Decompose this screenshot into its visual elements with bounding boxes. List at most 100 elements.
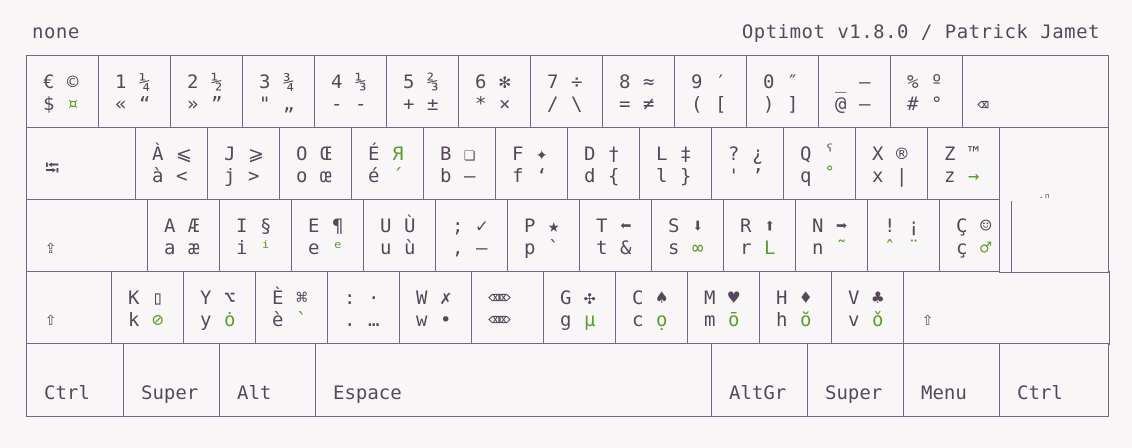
key-glyph-br: — [859, 93, 871, 115]
key-alt[interactable]: Alt [219, 343, 317, 417]
key-glyph-br: ` [296, 309, 308, 331]
key-0-11[interactable]: _–@— [818, 55, 892, 129]
key-glyph-tr: ✻ [499, 71, 511, 93]
key-glyph-tl: H [776, 287, 788, 309]
key-0-8[interactable]: 8≈=≠ [602, 55, 676, 129]
key-glyph-tr: ® [896, 143, 908, 165]
key-glyph-tr: ♠ [656, 287, 668, 309]
key-glyph-br: µ [584, 309, 596, 331]
key-3-4[interactable]: :·.… [327, 271, 401, 345]
key-2-5[interactable]: ;✓,– [435, 199, 509, 273]
key-1-5[interactable]: B❏b— [423, 127, 497, 201]
key-ctrl[interactable]: Ctrl [999, 343, 1109, 417]
key-3-1[interactable]: K▯k⊘ [111, 271, 185, 345]
key-label: AltGr [729, 381, 787, 404]
key-tab[interactable]: ⭾ [26, 127, 137, 201]
key-glyph-bl: w [416, 309, 428, 331]
key-label: Ctrl [44, 381, 90, 404]
key-glyph-tr: ❏ [464, 143, 476, 165]
key-glyph-tr: ‡ [680, 143, 692, 165]
key-label: Ctrl [1017, 381, 1063, 404]
key-1-8[interactable]: L‡l} [639, 127, 713, 201]
key-glyph-bl: i [236, 237, 248, 259]
key-glyph-tr: ♥ [728, 287, 740, 309]
key-glyph-tr: · [368, 287, 380, 309]
key-0-9[interactable]: 9′([ [674, 55, 748, 129]
key-0-7[interactable]: 7÷/\ [530, 55, 604, 129]
key-ctrl[interactable]: Ctrl [26, 343, 125, 417]
key-espace[interactable]: Espace [315, 343, 713, 417]
key-glyph-br: ´ [392, 165, 404, 187]
key-glyph-tr: ½ [211, 71, 223, 93]
key-2-10[interactable]: N➡n˜ [795, 199, 869, 273]
key-1-1[interactable]: À⩽à< [135, 127, 209, 201]
key-glyph-tr: ☺ [980, 215, 992, 237]
key-glyph-tr: ⅔ [427, 71, 439, 93]
key-1-9[interactable]: ?¿'’ [711, 127, 785, 201]
key-0-10[interactable]: 0″)] [746, 55, 820, 129]
key-3-6[interactable]: ⌫⌦⌫⌦ [471, 271, 545, 345]
key-3-5[interactable]: W✗w• [399, 271, 473, 345]
key-0-0[interactable]: €©$¤ [26, 55, 100, 129]
key-glyph-tr: ⬅ [620, 215, 632, 237]
key-glyph-tr: ✓ [476, 215, 488, 237]
key-glyph-br: … [368, 309, 380, 331]
key-glyph-br: • [440, 309, 452, 331]
key-glyph-bl: r [740, 237, 752, 259]
key-label: Super [825, 381, 883, 404]
key-2-7[interactable]: T⬅t& [579, 199, 653, 273]
key-1-7[interactable]: D†d{ [567, 127, 641, 201]
key-altgr[interactable]: AltGr [711, 343, 809, 417]
key-backspace[interactable]: ⌫ [962, 55, 1109, 129]
key-2-8[interactable]: S⬇s∞ [651, 199, 725, 273]
key-glyph-tl: M [704, 287, 716, 309]
key-3-3[interactable]: È⌘è` [255, 271, 329, 345]
key-2-6[interactable]: P★p` [507, 199, 581, 273]
key-menu[interactable]: Menu [903, 343, 1001, 417]
key-glyph-tl: 4 [331, 71, 343, 93]
key-glyph-bl: y [200, 309, 212, 331]
key-glyph-br: „ [283, 93, 295, 115]
key-shift[interactable]: ⇧ [903, 271, 1110, 345]
key-glyph-tl: O [296, 143, 308, 165]
key-glyph-br: ¤ [67, 93, 79, 115]
key-0-6[interactable]: 6✻*× [458, 55, 532, 129]
key-shift[interactable]: ⇧ [26, 271, 113, 345]
key-1-2[interactable]: J⩾j> [207, 127, 281, 201]
key-glyph-br: ` [548, 237, 560, 259]
key-glyph-tl: L [656, 143, 668, 165]
key-1-11[interactable]: X®x| [855, 127, 929, 201]
key-1-6[interactable]: F✦f‘ [495, 127, 569, 201]
key-super[interactable]: Super [807, 343, 905, 417]
key-0-12[interactable]: %º#° [890, 55, 964, 129]
key-glyph-tr: ¾ [283, 71, 295, 93]
key-glyph-br: ō [728, 309, 740, 331]
key-glyph-tr: ¿ [752, 143, 764, 165]
key-super[interactable]: Super [123, 343, 221, 417]
capslock-icon: ⇪ [45, 235, 57, 258]
key-capslock[interactable]: ⇪ [26, 199, 149, 273]
key-2-11[interactable]: !¡ˆ¨ [867, 199, 941, 273]
key-enter-lower[interactable] [1011, 199, 1109, 273]
key-glyph-bl: x [872, 165, 884, 187]
